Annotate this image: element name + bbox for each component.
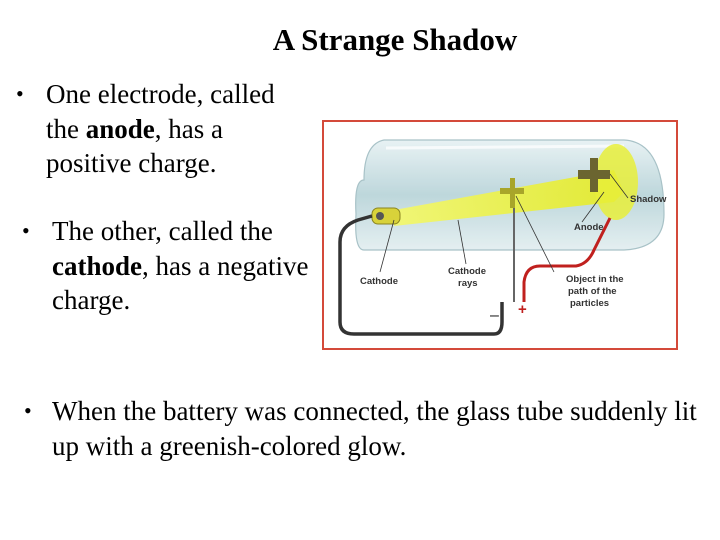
label-object-1: Object in the	[566, 274, 624, 285]
bullet-dot: •	[24, 398, 32, 423]
cathode-ray-tube-diagram: Shadow Anode Cathode Cathode rays Object…	[322, 120, 678, 350]
slide-title: A Strange Shadow	[272, 22, 518, 57]
label-anode: Anode	[574, 222, 604, 233]
diagram-svg: Shadow Anode Cathode Cathode rays Object…	[338, 139, 667, 336]
cross-shadow	[578, 158, 610, 192]
label-object-3: particles	[570, 298, 609, 309]
bullet-cathode: • The other, called the cathode, has a n…	[22, 214, 312, 318]
bullet-text: The other, called the cathode, has a neg…	[52, 216, 309, 315]
bullet-text: One electrode, called the anode, has a p…	[46, 79, 275, 178]
label-shadow: Shadow	[630, 194, 667, 205]
bullet-text: When the battery was connected, the glas…	[52, 396, 697, 461]
maltese-cross-object	[500, 178, 524, 208]
bullet-battery: • When the battery was connected, the gl…	[24, 394, 704, 463]
label-cathode-rays-2: rays	[458, 278, 478, 289]
term-anode: anode	[85, 113, 155, 144]
label-minus: –	[490, 307, 499, 324]
term-cathode: cathode	[52, 250, 142, 281]
label-plus: +	[518, 301, 527, 318]
positive-wire	[522, 217, 612, 292]
label-cathode-rays-1: Cathode	[448, 266, 486, 277]
bullet-anode: • One electrode, called the anode, has a…	[16, 77, 306, 181]
label-object-2: path of the	[568, 286, 617, 297]
bullet-dot: •	[16, 81, 24, 106]
label-cathode: Cathode	[360, 276, 398, 287]
cathode-ray-beam	[394, 170, 624, 226]
negative-wire	[338, 214, 504, 336]
bullet-dot: •	[22, 218, 30, 243]
